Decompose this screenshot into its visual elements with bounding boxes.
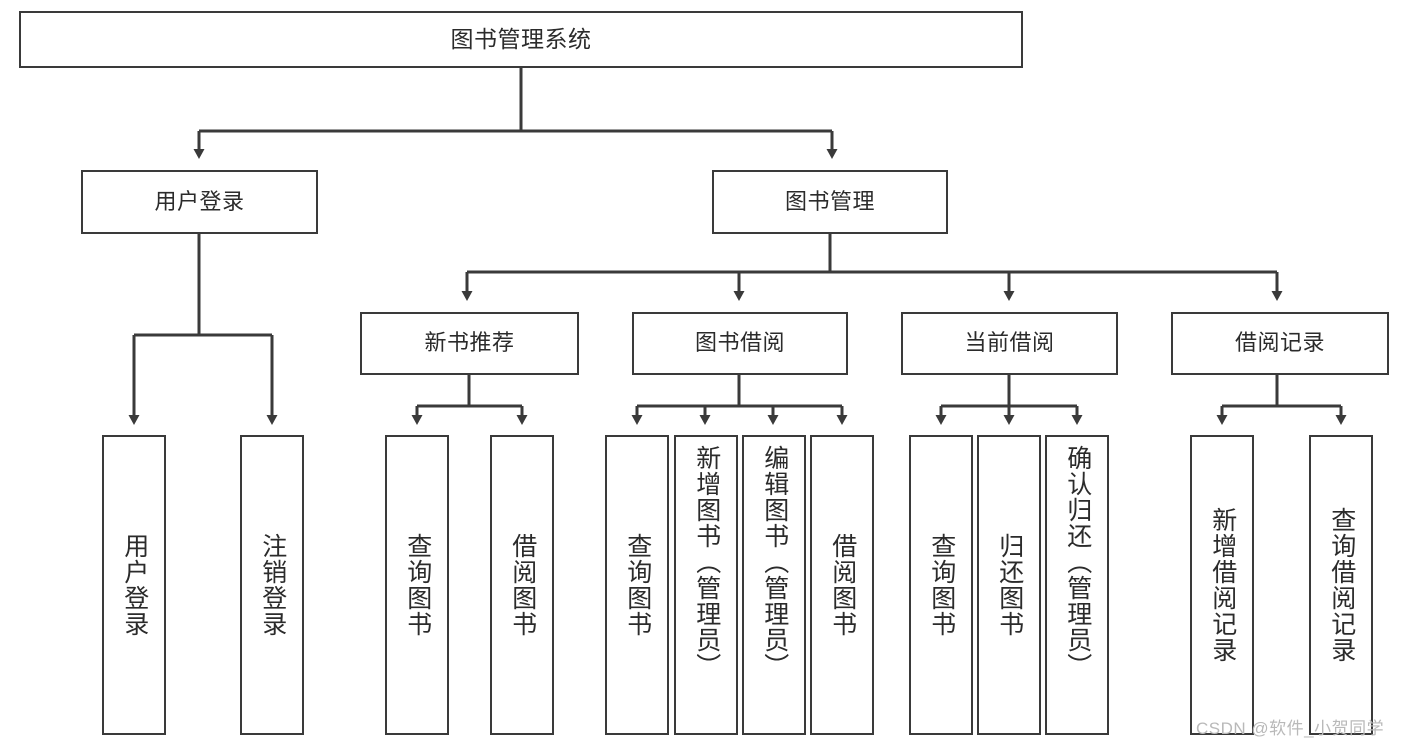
leaf-edit-book[interactable]: 编辑图书（管理员）: [742, 435, 806, 735]
node-label: 用户登录: [154, 188, 245, 214]
leaf-user-login[interactable]: 用户登录: [102, 435, 166, 735]
node-label: 编辑图书（管理员）: [760, 445, 789, 679]
node-root[interactable]: 图书管理系统: [19, 11, 1023, 68]
node-new-book-recommend[interactable]: 新书推荐: [360, 312, 579, 375]
node-label: 图书管理系统: [450, 25, 592, 52]
leaf-query-borrow-record[interactable]: 查询借阅记录: [1309, 435, 1373, 735]
leaf-borrow-book[interactable]: 借阅图书: [810, 435, 874, 735]
node-book-manage[interactable]: 图书管理: [712, 170, 948, 234]
leaf-return-book[interactable]: 归还图书: [977, 435, 1041, 735]
node-label: 查询图书: [623, 533, 652, 637]
node-label: 新增图书（管理员）: [692, 445, 721, 679]
node-label: 新增借阅记录: [1208, 507, 1237, 663]
node-borrow-record[interactable]: 借阅记录: [1171, 312, 1389, 375]
node-label: 图书管理: [784, 188, 875, 214]
node-book-borrow[interactable]: 图书借阅: [632, 312, 848, 375]
node-label: 新书推荐: [424, 330, 515, 356]
node-label: 图书借阅: [694, 330, 785, 356]
node-label: 查询借阅记录: [1327, 507, 1356, 663]
node-label: 查询图书: [403, 533, 432, 637]
node-label: 确认归还（管理员）: [1063, 445, 1092, 679]
leaf-user-logout[interactable]: 注销登录: [240, 435, 304, 735]
node-label: 借阅图书: [828, 533, 857, 637]
leaf-add-book[interactable]: 新增图书（管理员）: [674, 435, 738, 735]
node-label: 当前借阅: [964, 330, 1055, 356]
node-label: 借阅记录: [1234, 330, 1325, 356]
leaf-query-book-current[interactable]: 查询图书: [909, 435, 973, 735]
leaf-query-book-recommend[interactable]: 查询图书: [385, 435, 449, 735]
node-label: 用户登录: [120, 533, 149, 637]
leaf-confirm-return[interactable]: 确认归还（管理员）: [1045, 435, 1109, 735]
node-current-borrow[interactable]: 当前借阅: [901, 312, 1118, 375]
leaf-add-borrow-record[interactable]: 新增借阅记录: [1190, 435, 1254, 735]
watermark-text: CSDN @软件_小贺同学: [1196, 719, 1385, 738]
leaf-query-book-borrow[interactable]: 查询图书: [605, 435, 669, 735]
leaf-borrow-book-recommend[interactable]: 借阅图书: [490, 435, 554, 735]
node-label: 注销登录: [258, 533, 287, 637]
node-user-login[interactable]: 用户登录: [81, 170, 318, 234]
node-label: 查询图书: [927, 533, 956, 637]
node-label: 归还图书: [995, 533, 1024, 637]
node-label: 借阅图书: [508, 533, 537, 637]
